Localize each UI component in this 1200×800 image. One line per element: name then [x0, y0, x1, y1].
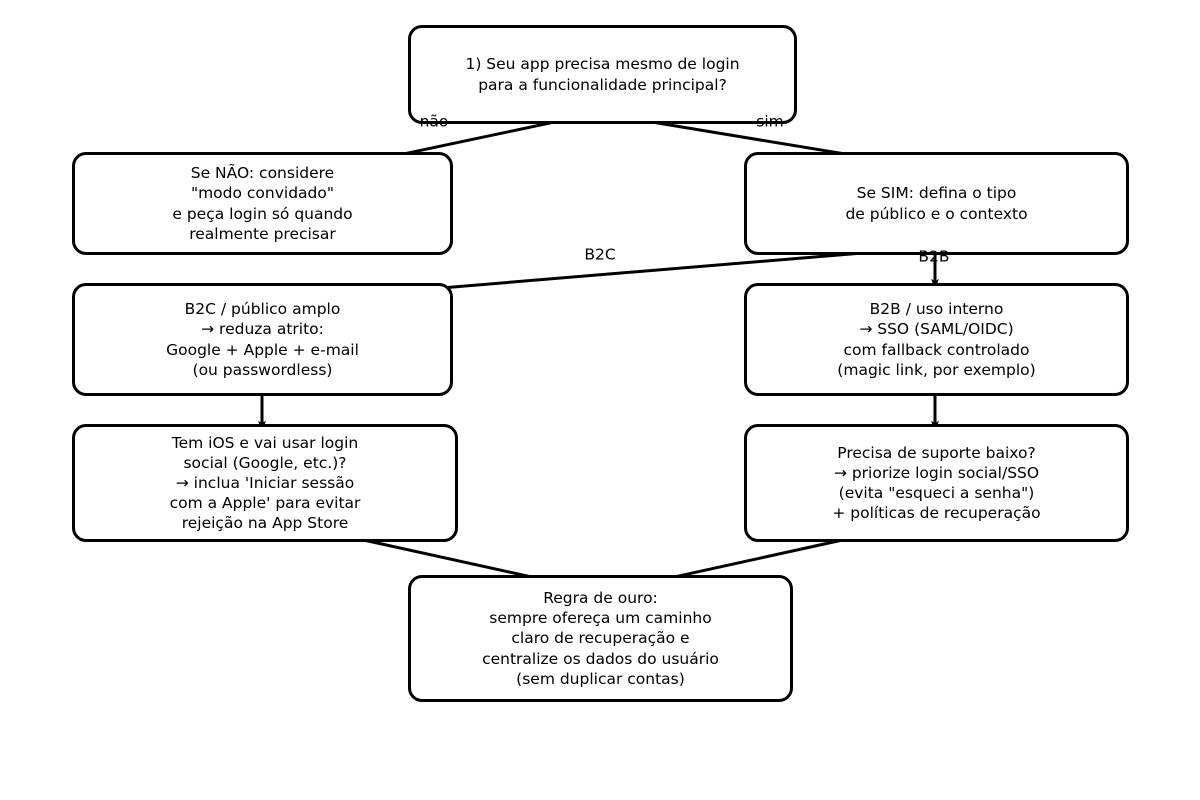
edge-label-sim: sim	[756, 112, 784, 131]
node-text: Regra de ouro: sempre ofereça um caminho…	[482, 589, 719, 688]
edge-label-b2b: B2B	[918, 247, 950, 266]
node-question-login-needed[interactable]: 1) Seu app precisa mesmo de login para a…	[408, 25, 797, 124]
node-branch-b2c-public[interactable]: B2C / público amplo → reduza atrito: Goo…	[72, 283, 453, 396]
node-advice-low-support[interactable]: Precisa de suporte baixo? → priorize log…	[744, 424, 1129, 542]
node-text: B2C / público amplo → reduza atrito: Goo…	[166, 300, 359, 379]
node-text: Se SIM: defina o tipo de público e o con…	[845, 184, 1028, 223]
edge-label-nao: não	[419, 112, 449, 131]
node-outcome-no-guest-mode[interactable]: Se NÃO: considere "modo convidado" e peç…	[72, 152, 453, 255]
node-text: 1) Seu app precisa mesmo de login para a…	[465, 55, 740, 94]
edge-label-b2c: B2C	[584, 245, 616, 264]
node-text: Se NÃO: considere "modo convidado" e peç…	[172, 164, 353, 243]
node-advice-ios-apple-signin[interactable]: Tem iOS e vai usar login social (Google,…	[72, 424, 458, 542]
node-golden-rule[interactable]: Regra de ouro: sempre ofereça um caminho…	[408, 575, 793, 702]
node-branch-b2b-internal[interactable]: B2B / uso interno → SSO (SAML/OIDC) com …	[744, 283, 1129, 396]
node-outcome-yes-define-audience[interactable]: Se SIM: defina o tipo de público e o con…	[744, 152, 1129, 255]
node-text: Precisa de suporte baixo? → priorize log…	[832, 443, 1041, 523]
node-text: Tem iOS e vai usar login social (Google,…	[169, 433, 361, 533]
node-text: B2B / uso interno → SSO (SAML/OIDC) com …	[837, 300, 1036, 379]
